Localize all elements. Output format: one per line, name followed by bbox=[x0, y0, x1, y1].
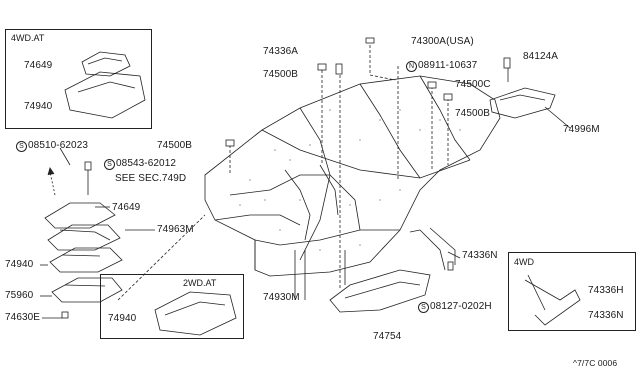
s-symbol-icon: S bbox=[104, 159, 115, 170]
label-74754: 74754 bbox=[373, 331, 402, 342]
label-08127-0202h: 08127-0202H bbox=[430, 301, 492, 312]
figure-code: ^7/7C 0006 bbox=[573, 358, 618, 368]
s-symbol-icon: S bbox=[16, 141, 27, 152]
label-74336n-center: 74336N bbox=[462, 250, 498, 261]
label-74500b-top: 74500B bbox=[263, 69, 299, 80]
box-2wd-at bbox=[100, 274, 244, 339]
n-symbol-icon: N bbox=[406, 61, 417, 72]
s-symbol-icon: S bbox=[418, 302, 429, 313]
label-74649: 74649 bbox=[112, 202, 141, 213]
label-74336n-box: 74336N bbox=[588, 310, 624, 321]
box-4wd-at-title: 4WD.AT bbox=[11, 33, 45, 43]
box-4wd-at bbox=[5, 29, 152, 129]
label-74630e: 74630E bbox=[5, 312, 41, 323]
label-74500b-left: 74500B bbox=[157, 140, 193, 151]
label-74996m: 74996M bbox=[563, 124, 600, 135]
label-74963m: 74963M bbox=[157, 224, 194, 235]
label-74300a-usa: 74300A(USA) bbox=[411, 36, 474, 47]
label-74940-2wd: 74940 bbox=[108, 313, 137, 324]
label-08510-62023: 08510-62023 bbox=[28, 140, 89, 151]
label-08543-62012: 08543-62012 bbox=[116, 158, 177, 169]
label-74940-box: 74940 bbox=[24, 101, 53, 112]
label-74500c: 74500C bbox=[455, 79, 491, 90]
label-74500b-right: 74500B bbox=[455, 108, 491, 119]
label-74930m: 74930M bbox=[263, 292, 300, 303]
label-08911-10637: 08911-10637 bbox=[418, 60, 478, 71]
label-74336a: 74336A bbox=[263, 46, 299, 57]
label-74336h: 74336H bbox=[588, 285, 624, 296]
label-84124a: 84124A bbox=[523, 51, 559, 62]
label-75960: 75960 bbox=[5, 290, 34, 301]
label-74649-box: 74649 bbox=[24, 60, 53, 71]
label-74940: 74940 bbox=[5, 259, 34, 270]
box-2wd-at-title: 2WD.AT bbox=[183, 278, 217, 288]
label-see-sec-749d: SEE SEC.749D bbox=[115, 173, 187, 184]
box-4wd-title: 4WD bbox=[514, 257, 534, 267]
box-4wd bbox=[508, 252, 636, 331]
